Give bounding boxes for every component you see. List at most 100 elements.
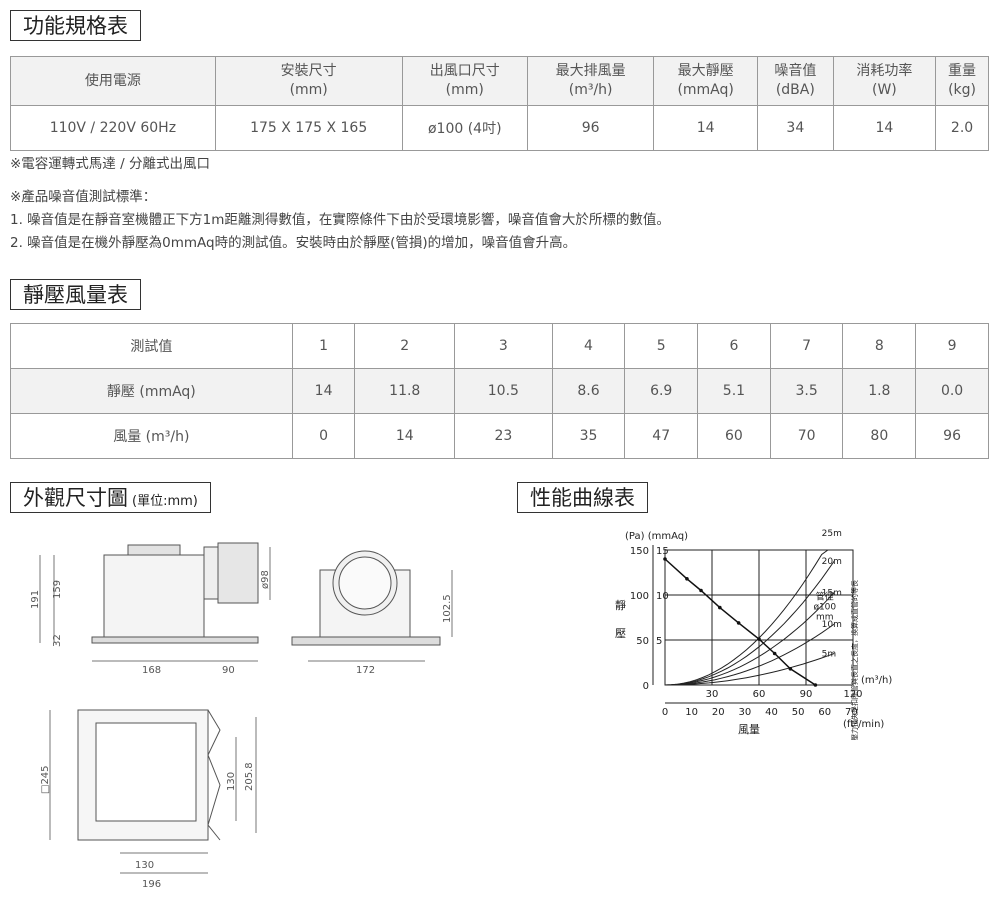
pa-cell: 14 [354,413,456,459]
pa-cell: 14 [291,368,356,414]
pa-cell: 1.8 [842,368,917,414]
dim-191: 191 [30,590,41,609]
performance-point [788,667,793,671]
pa-cell: 80 [842,413,917,459]
duct-curve [665,653,835,686]
mmaq-tick-label: 15 [656,546,669,557]
performance-point [685,577,689,581]
dim-159: 159 [52,580,63,599]
spec-value-row: 110V / 220V 60Hz 175 X 175 X 165 ø100 (4… [10,105,989,151]
pa-cell: 7 [769,323,844,369]
pa-row-label: 風量 (m³/h) [10,413,293,459]
dim-32: 32 [52,634,63,647]
x-tick-cfm: 10 [685,707,698,718]
dim-98: ø98 [260,570,271,589]
x-unit-cfm: (ft³/min) [843,719,884,730]
dim-172: 172 [356,665,375,676]
performance-point [699,588,703,593]
performance-point [736,621,741,625]
performance-point [757,637,761,641]
header-power-consumption: 消耗功率(W) [832,56,937,106]
x-label: 風量 [738,723,760,736]
side-note: 配管的壓力損失是扣除管與長直之長度，換算成直管的等長 [850,580,859,740]
pa-section-title: 靜壓風量表 [10,279,141,310]
pa-table: 測試值 1 2 3 4 5 6 7 8 9 靜壓 (mmAq) 14 11.8 … [10,323,989,459]
duct-curve [664,560,835,686]
duct-curve [664,592,835,686]
pa-cell: 23 [454,413,553,459]
pa-cell: 3.5 [769,368,844,414]
pa-tick-label: 100 [630,591,649,602]
spec-table: 使用電源 安裝尺寸(mm) 出風口尺寸(mm) 最大排風量(m³/h) 最大靜壓… [10,56,989,151]
pa-cell: 8 [842,323,917,369]
x-tick-cfm: 50 [792,707,805,718]
pa-row-label: 測試值 [10,323,293,369]
pa-cell: 60 [697,413,771,459]
chart-y-label-1: 靜 [615,598,626,612]
pa-cell: 0.0 [915,368,989,414]
pa-cell: 3 [454,323,553,369]
pa-cell: 70 [769,413,844,459]
header-max-pressure: 最大靜壓(mmAq) [653,56,758,106]
pa-row-pressure: 靜壓 (mmAq) 14 11.8 10.5 8.6 6.9 5.1 3.5 1… [10,368,989,414]
pa-cell: 10.5 [454,368,553,414]
pa-cell: 5.1 [697,368,771,414]
chart-y-label-2: 壓 [615,627,626,640]
mmaq-tick-label: 5 [656,636,662,647]
pa-cell: 9 [915,323,989,369]
dim-168: 168 [142,665,161,676]
header-max-airflow: 最大排風量(m³/h) [526,56,655,106]
x-tick-m3h: 60 [753,689,766,700]
duct-curve-label: 15m [822,589,842,599]
pa-row-airflow: 風量 (m³/h) 0 14 23 35 47 60 70 80 96 [10,413,989,459]
x-tick-m3h: 120 [843,689,862,700]
duct-curve [664,623,835,686]
pa-cell: 1 [291,323,356,369]
noise-note-1: 1. 噪音值是在靜音室機體正下方1m距離測得數值，在實際條件下由於受環境影響，噪… [10,212,670,228]
x-unit-m3h: (m³/h) [861,675,892,686]
value-install-size: 175 X 175 X 165 [214,105,403,151]
pa-cell: 4 [551,323,626,369]
value-power: 110V / 220V 60Hz [10,105,216,151]
dim-102: 102.5 [442,594,453,623]
spec-section-title: 功能規格表 [10,10,141,41]
dimension-section-title: 外觀尺寸圖(單位:mm) [10,482,211,513]
noise-notes: ※產品噪音值測試標準： 1. 噪音值是在靜音室機體正下方1m距離測得數值，在實際… [10,186,670,255]
header-install-size: 安裝尺寸(mm) [214,56,403,106]
x-tick-m3h: 30 [706,689,719,700]
value-outlet-size: ø100 (4吋) [401,105,528,151]
motor-note: ※電容運轉式馬達 / 分離式出風口 [10,156,210,172]
dim-130h: 130 [135,860,154,871]
x-tick-cfm: 20 [712,707,725,718]
header-noise: 噪音值(dBA) [756,56,834,106]
duct-curve-label: 25m [822,529,842,539]
dim-245: □245 [40,765,51,794]
dim-205: 205.8 [244,762,255,791]
pa-cell: 35 [551,413,626,459]
header-outlet-size: 出風口尺寸(mm) [401,56,528,106]
pa-cell: 5 [624,323,699,369]
pipe-label: 管徑 [816,591,834,603]
chart-y-units: (Pa) (mmAq) [625,531,688,542]
x-tick-cfm: 70 [845,707,858,718]
value-max-pressure: 14 [653,105,758,151]
pa-row-test: 測試值 1 2 3 4 5 6 7 8 9 [10,323,989,369]
pa-tick-label: 150 [630,546,649,557]
value-noise: 34 [756,105,834,151]
pipe-label: ø100 [813,603,836,613]
performance-point [718,605,722,610]
header-weight: 重量(kg) [935,56,989,106]
pa-tick-label: 50 [636,636,649,647]
pa-row-label: 靜壓 (mmAq) [10,368,293,414]
mmaq-tick-label: 10 [656,591,669,602]
noise-note-2: 2. 噪音值是在機外靜壓為0mmAq時的測試值。安裝時由於靜壓(管損)的增加，噪… [10,235,577,251]
header-power: 使用電源 [10,56,216,106]
noise-note-title: ※產品噪音值測試標準： [10,189,157,205]
x-tick-cfm: 40 [765,707,778,718]
x-tick-cfm: 0 [662,707,668,718]
pipe-label: mm [816,613,834,623]
value-power-consumption: 14 [832,105,937,151]
dim-130v: 130 [226,772,237,791]
performance-point [772,651,777,656]
